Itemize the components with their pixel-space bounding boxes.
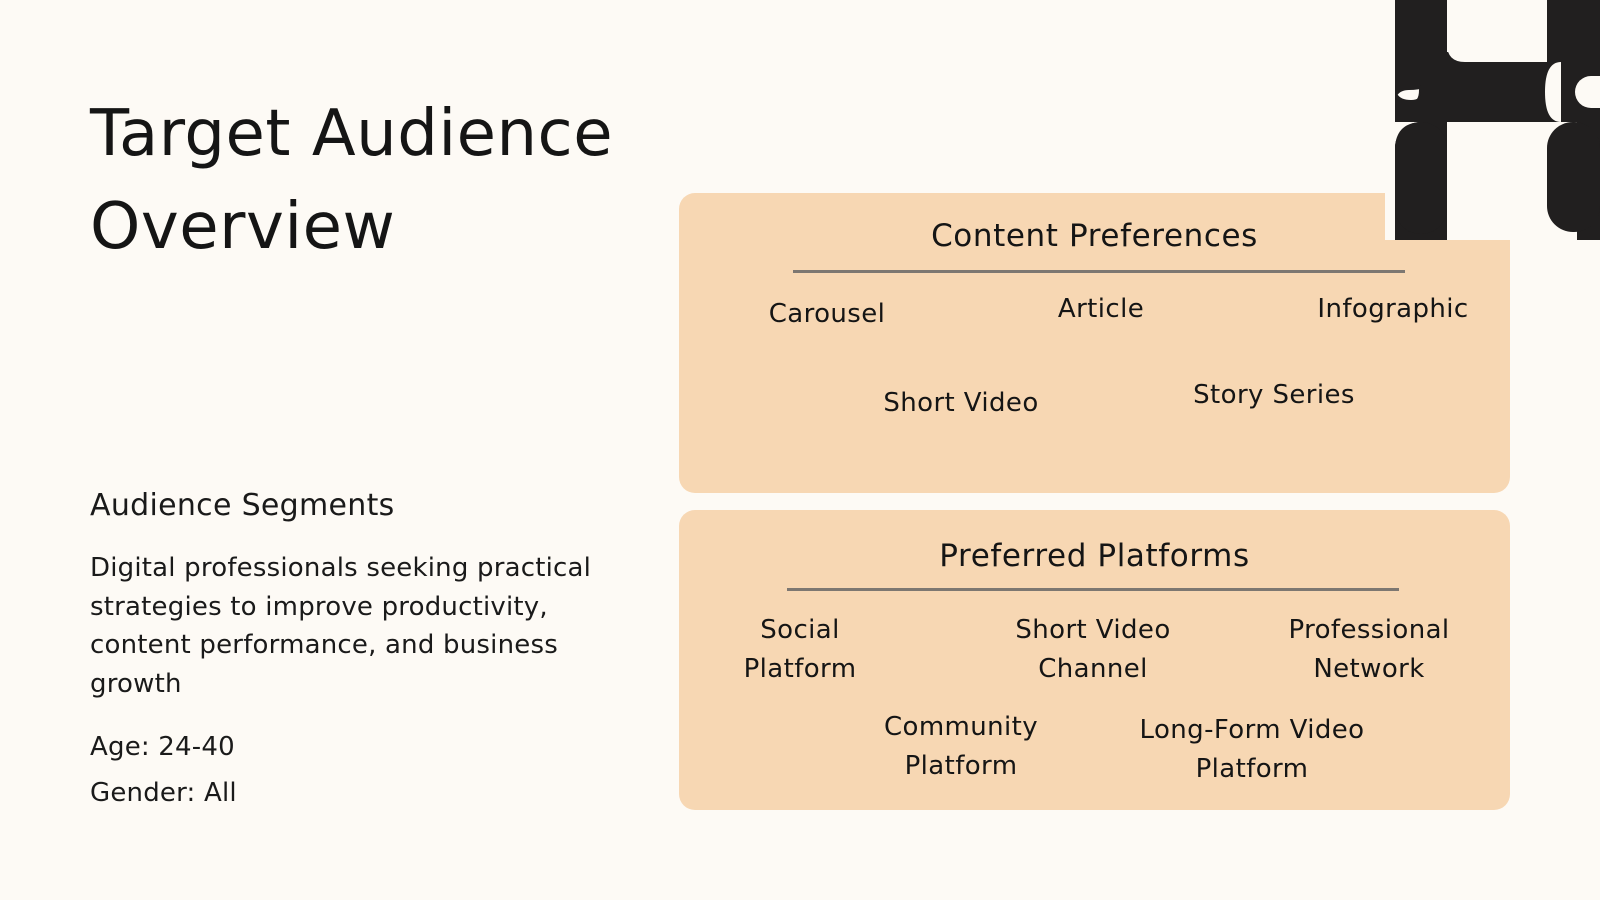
platform-item: Community Platform: [884, 708, 1038, 785]
platform-item-line-2: Channel: [1038, 653, 1148, 684]
title-line-2: Overview: [90, 190, 396, 264]
blob-decoration-icon: [1385, 0, 1600, 240]
age-range: Age: 24-40: [90, 732, 235, 762]
platform-item-line-1: Short Video: [1015, 615, 1171, 645]
title-line-1: Target Audience: [90, 97, 614, 171]
content-preferences-title: Content Preferences: [931, 218, 1258, 254]
content-preference-item: Short Video: [883, 388, 1039, 418]
platform-item-line-1: Professional: [1288, 615, 1450, 645]
platform-item: Long-Form Video Platform: [1140, 711, 1365, 788]
gender: Gender: All: [90, 778, 237, 808]
content-preferences-divider: [793, 270, 1405, 273]
platform-item-line-2: Network: [1313, 653, 1425, 684]
platform-item-line-2: Platform: [1195, 753, 1309, 784]
audience-segments-heading: Audience Segments: [90, 488, 395, 523]
platform-item: Social Platform: [744, 611, 857, 688]
content-preference-item: Story Series: [1193, 380, 1355, 410]
platform-item-line-2: Platform: [743, 653, 857, 684]
content-preference-item: Article: [1057, 294, 1145, 324]
content-preference-item: Carousel: [768, 299, 886, 329]
platform-item: Professional Network: [1288, 611, 1449, 688]
audience-segments-description: Digital professionals seeking practical …: [90, 553, 592, 699]
platform-item: Short Video Channel: [1015, 611, 1170, 688]
platform-item-line-1: Long-Form Video: [1139, 715, 1365, 745]
platform-item-line-1: Community: [883, 712, 1039, 742]
platform-item-line-2: Platform: [904, 750, 1018, 781]
content-preference-item: Infographic: [1317, 294, 1469, 324]
preferred-platforms-title: Preferred Platforms: [939, 538, 1250, 574]
preferred-platforms-divider: [787, 588, 1399, 591]
content-preferences-card: Content Preferences Carousel Article Inf…: [679, 193, 1510, 493]
platform-item-line-1: Social: [760, 615, 840, 645]
preferred-platforms-card: Preferred Platforms Social Platform Shor…: [679, 510, 1510, 810]
